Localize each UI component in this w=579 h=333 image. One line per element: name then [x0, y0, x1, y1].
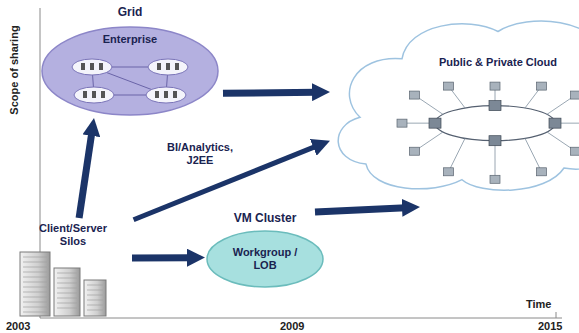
grid-ellipse: GridEnterprise [40, 6, 220, 118]
cloud-shape: Public & Private Cloud [330, 12, 579, 207]
node-heading: Grid [40, 6, 220, 19]
server-group: Client/Server Silos [18, 222, 128, 318]
axis-title: Time [526, 298, 551, 310]
node-label: Client/Server Silos [18, 222, 128, 248]
grid-ellipse-outline [40, 6, 220, 118]
vm-cluster-ellipse: VM ClusterWorkgroup / LOB [205, 212, 325, 288]
edge-label: BI/Analytics, J2EE [157, 140, 243, 168]
node-label: Enterprise [40, 33, 220, 46]
cloud-shape-outline [330, 12, 579, 207]
node-label: Workgroup / LOB [205, 246, 325, 272]
tick-label: 2003 [6, 320, 30, 332]
flow-arrow [315, 208, 406, 212]
tick-label: 2015 [538, 320, 562, 332]
axis-title: Scope of sharing [8, 25, 20, 114]
flow-arrow [132, 254, 191, 261]
x-axis [40, 318, 562, 319]
node-heading: Public & Private Cloud [330, 56, 579, 69]
axis-tick [556, 312, 557, 318]
flow-arrow [223, 92, 316, 93]
flow-arrow [79, 132, 92, 218]
node-heading: VM Cluster [205, 212, 325, 225]
tick-label: 2009 [280, 320, 304, 332]
